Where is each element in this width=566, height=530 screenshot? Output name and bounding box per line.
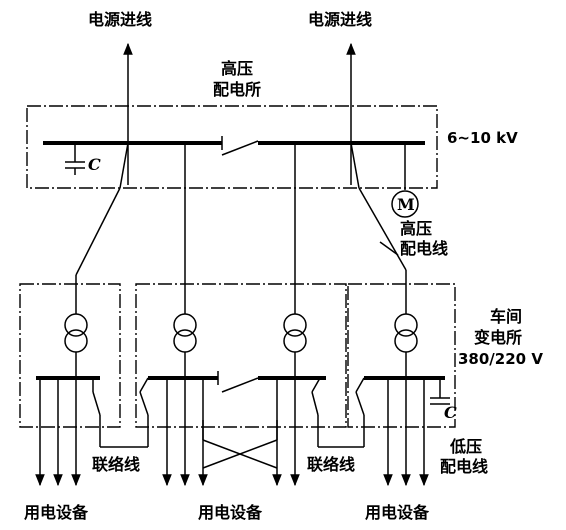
hv-capacitor-label: C	[88, 155, 101, 174]
hv-substation-box	[26, 105, 438, 189]
transformer-1	[64, 300, 88, 378]
transformer-4	[394, 300, 418, 378]
workshop-voltage-label: 380/220 V	[458, 350, 543, 368]
workshop-substation-label-2: 变电所	[474, 328, 522, 347]
transformer-2	[173, 300, 197, 378]
hv-line-callout	[379, 241, 399, 256]
lv-feeders-group-4	[383, 378, 429, 487]
power-in-label-left: 电源进线	[88, 10, 152, 29]
hv-substation-label-2: 配电所	[213, 80, 261, 99]
hv-line-label-2: 配电线	[400, 239, 448, 258]
workshop-substation-box-1	[19, 283, 121, 428]
tie-line-left	[92, 377, 149, 448]
hv-substation-label-1: 高压	[221, 59, 253, 78]
hv-line-label-1: 高压	[400, 219, 432, 238]
crossover-lines	[202, 420, 278, 469]
lv-line-label-2: 配电线	[440, 457, 488, 476]
lv-bus-tie-switch	[221, 377, 259, 393]
hv-line-1	[75, 187, 121, 276]
lv-feeders-group-2	[162, 378, 208, 487]
lv-feeders-group-1	[35, 378, 81, 487]
motor-circle	[391, 190, 419, 218]
tie-line-label-left: 联络线	[92, 455, 140, 474]
tie-line-label-right: 联络线	[307, 455, 355, 474]
equipment-label-1: 用电设备	[24, 503, 89, 522]
workshop-substation-label-1: 车间	[490, 307, 522, 326]
lv-line-label-1: 低压	[449, 437, 482, 456]
hv-feeder-drop-1	[119, 142, 129, 189]
equipment-label-2: 用电设备	[198, 503, 263, 522]
hv-bus-tie-switch	[221, 140, 259, 156]
hv-voltage-label: 6~10 kV	[447, 129, 518, 147]
lv-capacitor-label: C	[444, 403, 457, 422]
workshop-substation-box-2	[135, 283, 347, 428]
lv-feeders-group-3	[272, 378, 300, 487]
hv-line-4	[358, 187, 407, 271]
transformer-3	[283, 300, 307, 378]
equipment-label-3: 用电设备	[365, 503, 430, 522]
hv-feeder-drop-4	[350, 142, 360, 189]
workshop-substation-box-3	[347, 283, 456, 428]
motor-label: M	[397, 195, 415, 214]
power-in-label-right: 电源进线	[308, 10, 372, 29]
tie-line-right	[311, 377, 365, 448]
